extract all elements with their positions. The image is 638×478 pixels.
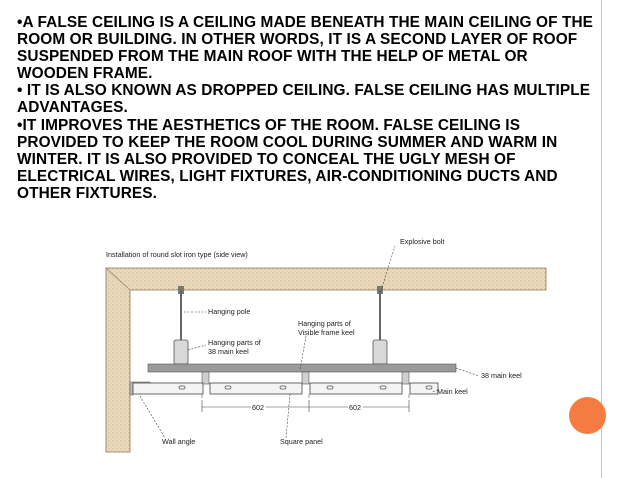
slide-border-line <box>601 0 602 478</box>
leader-lines <box>139 311 480 439</box>
dimension-602-left: 602 <box>252 403 264 412</box>
visible-frame-hangers <box>201 371 410 385</box>
paragraph-also-known: • IT IS ALSO KNOWN AS DROPPED CEILING. F… <box>17 82 591 117</box>
label-main-keel: Main keel <box>437 387 468 396</box>
label-explosive-bolt: Explosive bolt <box>400 237 444 246</box>
label-square-panel: Square panel <box>280 437 323 446</box>
slide-body-text: •A FALSE CEILING IS A CEILING MADE BENEA… <box>17 14 597 202</box>
panel-lower-edge-marks <box>201 394 410 398</box>
hanging-pole-left <box>173 286 189 372</box>
hanging-pole-right <box>372 290 388 372</box>
label-hanging-parts-38-2: 38 main keel <box>208 347 249 356</box>
decorative-orange-circle <box>569 397 606 434</box>
dimension-602-right: 602 <box>349 403 361 412</box>
main-keel-38 <box>147 363 457 373</box>
paragraph-definition: •A FALSE CEILING IS A CEILING MADE BENEA… <box>17 14 594 83</box>
dimension-lines <box>201 400 410 412</box>
label-hanging-parts-38-1: Hanging parts of <box>208 338 261 347</box>
label-hanging-parts-visible-2: Visible frame keel <box>298 328 355 337</box>
label-wall-angle: Wall angle <box>162 437 195 446</box>
label-38-main-keel: 38 main keel <box>481 371 522 380</box>
square-panels <box>132 382 439 395</box>
ceiling-slab-and-wall <box>105 267 547 453</box>
wall-corner-line <box>105 267 131 291</box>
paragraph-advantages: •IT IMPROVES THE AESTHETICS OF THE ROOM.… <box>17 116 558 202</box>
diagram-title: Installation of round slot iron type (si… <box>106 250 248 259</box>
label-hanging-pole: Hanging pole <box>208 307 250 316</box>
panel-slots <box>178 385 433 390</box>
label-hanging-parts-visible-1: Hanging parts of <box>298 319 351 328</box>
